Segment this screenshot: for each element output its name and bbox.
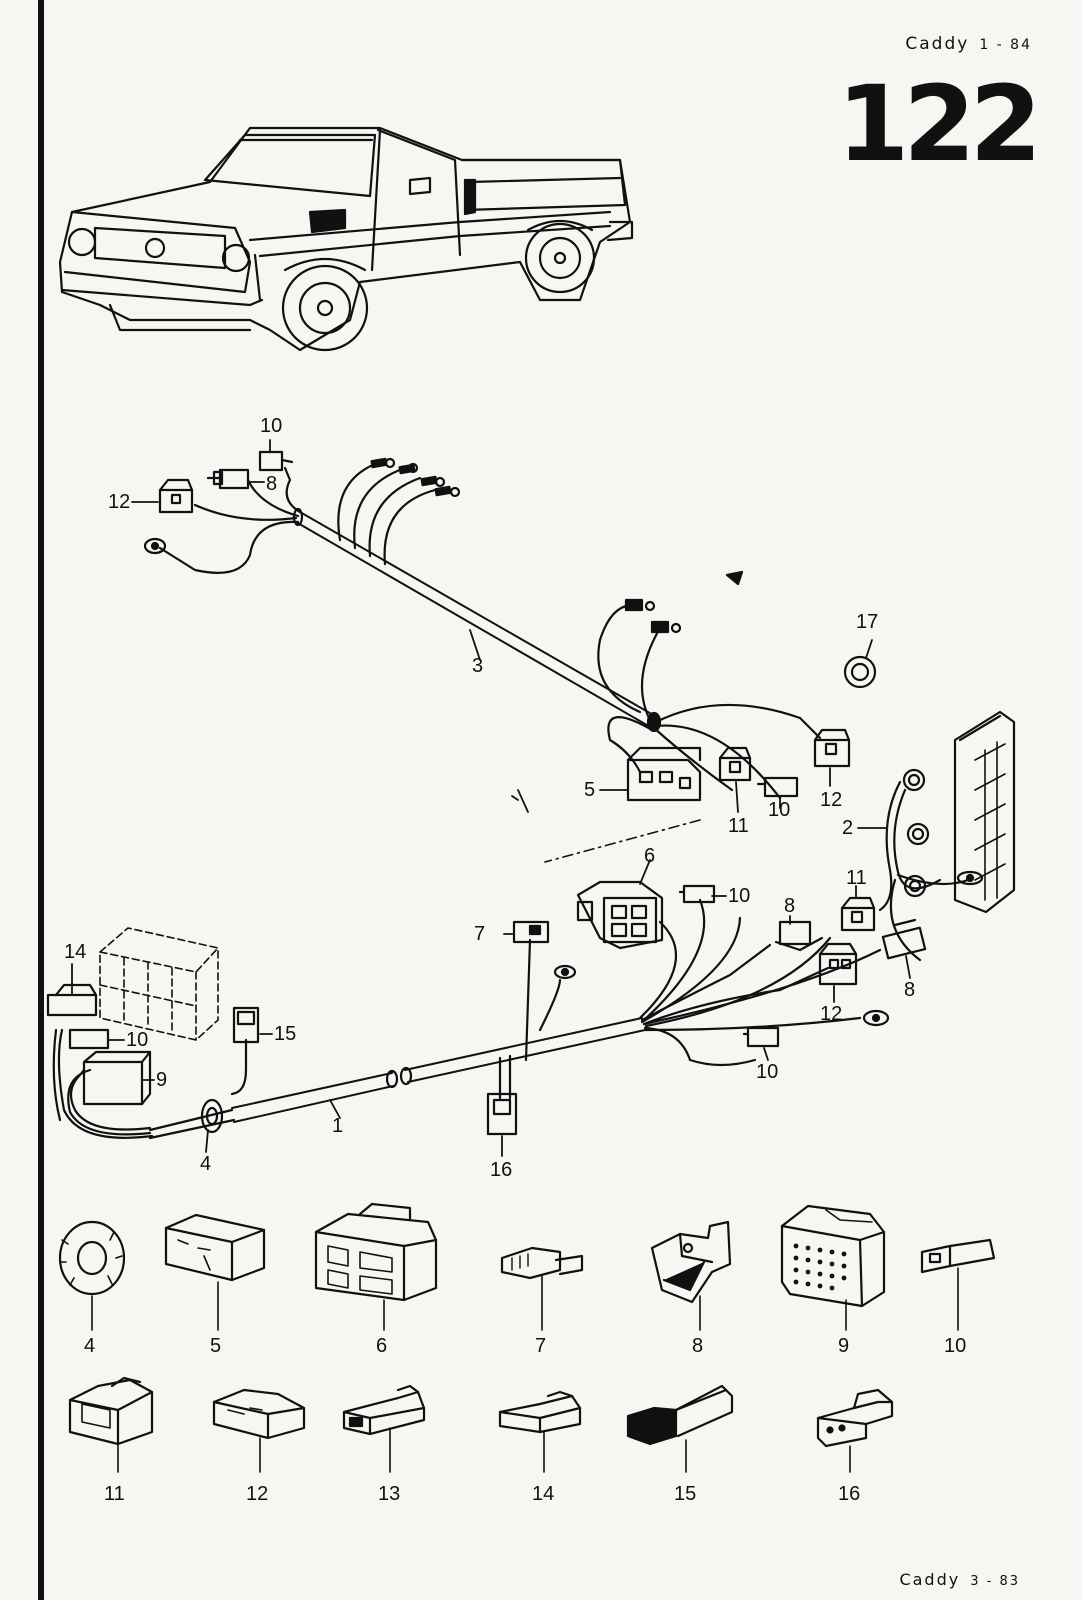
callout-12-b: 12	[820, 789, 842, 811]
callout-2: 2	[842, 817, 853, 839]
legend-label-4: 4	[84, 1335, 95, 1357]
callout-labels: 10 8 12 3 17 5 11 10 12 2 6 10 8 11 7 8 …	[64, 415, 915, 1181]
callout-7: 7	[474, 923, 485, 945]
callout-8-a: 8	[266, 473, 277, 495]
header-model: Caddy	[905, 34, 970, 54]
callout-17: 17	[856, 611, 878, 633]
harness-2-lamp	[840, 710, 1016, 962]
footer-edition: 3 - 83	[970, 1574, 1020, 1589]
callout-12-c: 12	[820, 1003, 842, 1025]
parts-legend-row-2	[68, 1376, 894, 1473]
callout-12-a: 12	[108, 491, 130, 513]
harness-1	[52, 898, 882, 1140]
legend-label-9: 9	[838, 1335, 849, 1357]
callout-1: 1	[332, 1115, 343, 1137]
connectors-harness-1	[46, 880, 890, 1136]
legend-labels: 4 5 6 7 8 9 10 11 12 13 14 15 16	[84, 1335, 966, 1505]
callout-10-d: 10	[756, 1061, 778, 1083]
page-number: 122	[836, 63, 1042, 185]
legend-label-11: 11	[104, 1483, 125, 1505]
callout-10-b: 10	[768, 799, 790, 821]
callout-4: 4	[200, 1153, 211, 1175]
callout-10-a: 10	[260, 415, 282, 437]
footer-model-edition: Caddy 3 - 83	[899, 1570, 1020, 1589]
parts-legend-row-1	[58, 1202, 996, 1331]
caddy-pickup-illustration	[58, 126, 634, 352]
harness-3	[158, 460, 822, 800]
header-edition: 1 - 84	[979, 37, 1032, 53]
legend-label-10: 10	[944, 1335, 966, 1357]
binding-edge	[38, 0, 44, 1600]
legend-label-5: 5	[210, 1335, 221, 1357]
header-model-edition: Caddy 1 - 84	[905, 34, 1032, 54]
callout-16: 16	[490, 1159, 512, 1181]
legend-label-14: 14	[532, 1483, 554, 1505]
legend-label-6: 6	[376, 1335, 387, 1357]
callout-3: 3	[472, 655, 483, 677]
legend-label-15: 15	[674, 1483, 696, 1505]
callout-8-b: 8	[784, 895, 795, 917]
callout-6: 6	[644, 845, 655, 867]
legend-label-7: 7	[535, 1335, 546, 1357]
connectors-harness-3	[143, 450, 877, 802]
callout-8-c: 8	[904, 979, 915, 1001]
callout-10-e: 10	[126, 1029, 148, 1051]
legend-label-13: 13	[378, 1483, 400, 1505]
legend-label-8: 8	[692, 1335, 703, 1357]
callout-10-c: 10	[728, 885, 750, 907]
callout-leaders	[71, 439, 911, 1157]
callout-5: 5	[584, 779, 595, 801]
legend-label-16: 16	[838, 1483, 860, 1505]
legend-label-12: 12	[246, 1483, 268, 1505]
callout-15: 15	[274, 1023, 296, 1045]
callout-14: 14	[64, 941, 86, 963]
callout-11-a: 11	[728, 815, 749, 837]
callout-9: 9	[156, 1069, 167, 1091]
callout-11-b: 11	[846, 867, 867, 889]
footer-model: Caddy	[899, 1570, 961, 1589]
